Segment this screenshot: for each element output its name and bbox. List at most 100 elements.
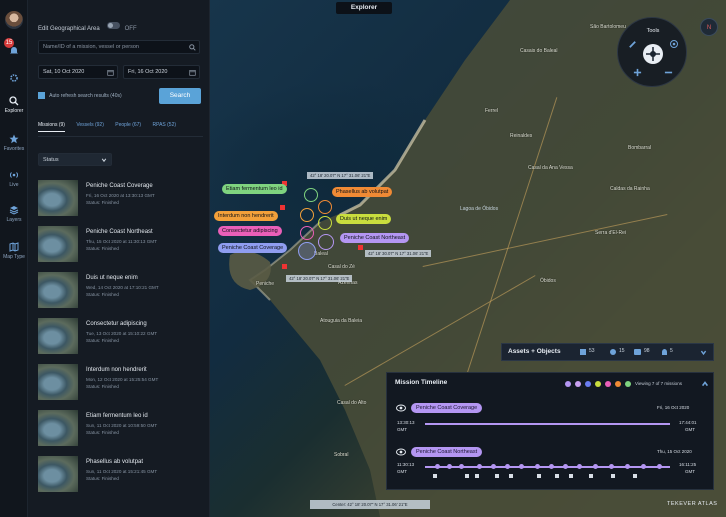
timeline-event-dot[interactable] (491, 464, 496, 469)
timeline-event-icon[interactable] (537, 474, 541, 478)
timeline-event-icon[interactable] (633, 474, 637, 478)
timeline-start: 11:30:13 (397, 462, 415, 467)
compass-icon[interactable]: N (700, 18, 718, 36)
search-button[interactable]: Search (159, 88, 201, 104)
place-label: Óbidos (540, 278, 556, 284)
rail-item-map-type[interactable]: Map Type (0, 242, 28, 260)
tools-center-button[interactable] (643, 44, 663, 64)
mission-label[interactable]: Interdum non hendrerit (214, 211, 278, 221)
timeline-mission-pill[interactable]: Peniche Coast Northeast (411, 447, 483, 457)
mission-marker[interactable] (300, 226, 314, 240)
timeline-event-dot[interactable] (549, 464, 554, 469)
timeline-event-dot[interactable] (641, 464, 646, 469)
place-label: Azenhas (338, 280, 358, 286)
calendar-icon (107, 70, 114, 76)
timeline-event-dot[interactable] (657, 464, 662, 469)
place-label: Caldas da Rainha (610, 186, 650, 192)
timeline-event-dot[interactable] (447, 464, 452, 469)
place-label: Bombarral (628, 145, 652, 151)
mission-color-dot[interactable] (585, 381, 591, 387)
date-to-field[interactable]: Fri, 16 Oct 2020 (123, 65, 200, 79)
status-filter-select[interactable]: Status (38, 153, 112, 166)
timeline-event-icon[interactable] (433, 474, 437, 478)
edit-geo-toggle[interactable] (107, 22, 121, 30)
timeline-event-dot[interactable] (577, 464, 582, 469)
mission-color-dot[interactable] (595, 381, 601, 387)
assets-objects-bar[interactable]: Assets + Objects 53 15 98 5 (501, 343, 714, 361)
mission-marker[interactable] (318, 216, 332, 230)
timeline-event-dot[interactable] (625, 464, 630, 469)
chevron-up-icon[interactable] (701, 380, 709, 388)
timeline-end-unit: GMT (685, 427, 695, 432)
mission-color-dot[interactable] (615, 381, 621, 387)
date-from-field[interactable]: Sat, 10 Oct 2020 (38, 65, 118, 79)
mission-label[interactable]: Etiam fermentum leo id (222, 184, 287, 194)
tab-missions[interactable]: Missions (9) (38, 122, 65, 132)
timeline-event-dot[interactable] (505, 464, 510, 469)
target-icon[interactable] (669, 39, 679, 49)
tab-people[interactable]: People (67) (115, 122, 142, 128)
rail-item-live[interactable]: Live (0, 170, 28, 188)
timeline-event-icon[interactable] (475, 474, 479, 478)
tab-vessels[interactable]: Vessels (92) (76, 122, 104, 128)
timeline-event-dot[interactable] (459, 464, 464, 469)
mission-label[interactable]: Consectetur adipiscing (218, 226, 282, 236)
pencil-icon[interactable] (628, 40, 637, 49)
timeline-event-icon[interactable] (555, 474, 559, 478)
mission-color-dot[interactable] (565, 381, 571, 387)
user-avatar[interactable] (5, 11, 23, 29)
timeline-event-icon[interactable] (611, 474, 615, 478)
search-input[interactable]: Name/ID of a mission, vessel or person (38, 40, 200, 54)
mission-marker[interactable] (318, 234, 334, 250)
timeline-event-icon[interactable] (509, 474, 513, 478)
bell-icon[interactable] (9, 46, 19, 56)
timeline-event-dot[interactable] (563, 464, 568, 469)
timeline-mission-pill[interactable]: Peniche Coast Coverage (411, 403, 483, 413)
mission-label[interactable]: Duis ut neque enim (336, 214, 392, 224)
mission-marker[interactable] (298, 242, 316, 260)
rail-item-favorites[interactable]: Favorites (0, 134, 28, 152)
auto-refresh-checkbox[interactable] (38, 92, 45, 99)
mission-marker[interactable] (318, 200, 332, 214)
marker-point (358, 245, 363, 250)
mission-marker[interactable] (304, 188, 318, 202)
timeline-event-icon[interactable] (589, 474, 593, 478)
mission-label[interactable]: Peniche Coast Coverage (218, 243, 288, 253)
timeline-event-dot[interactable] (519, 464, 524, 469)
mission-status: Status: Finished (86, 338, 119, 343)
timeline-event-dot[interactable] (593, 464, 598, 469)
mission-color-dot[interactable] (605, 381, 611, 387)
timeline-viewing-count: Viewing 7 of 7 missions (635, 381, 682, 386)
mission-marker[interactable] (300, 208, 314, 222)
mission-color-dot[interactable] (625, 381, 631, 387)
tab-rpas[interactable]: RPAS (52) (152, 122, 177, 128)
chevron-down-icon[interactable] (700, 349, 707, 356)
mission-color-dot[interactable] (575, 381, 581, 387)
coordinate-tag: 42° 18' 20.07" N 17° 31.06' 21"E (307, 172, 374, 179)
rail-item-explorer[interactable]: Explorer (0, 96, 28, 114)
timeline-event-icon[interactable] (569, 474, 573, 478)
timeline-event-dot[interactable] (435, 464, 440, 469)
timeline-start-unit: GMT (397, 427, 407, 432)
zoom-out-icon[interactable] (664, 68, 673, 77)
timeline-event-icon[interactable] (465, 474, 469, 478)
rail-item-layers[interactable]: Layers (0, 205, 28, 223)
mission-label[interactable]: Peniche Coast Northeast (340, 233, 410, 243)
timeline-event-dot[interactable] (535, 464, 540, 469)
tools-dial[interactable]: Tools (617, 17, 687, 87)
timeline-event-dot[interactable] (477, 464, 482, 469)
timeline-event-dot[interactable] (609, 464, 614, 469)
gear-icon[interactable] (9, 73, 19, 83)
mission-label[interactable]: Phasellus ab volutpat (332, 187, 393, 197)
timeline-event-icon[interactable] (495, 474, 499, 478)
eye-icon[interactable] (396, 404, 406, 412)
zoom-in-icon[interactable] (633, 68, 642, 77)
eye-icon[interactable] (396, 448, 406, 456)
